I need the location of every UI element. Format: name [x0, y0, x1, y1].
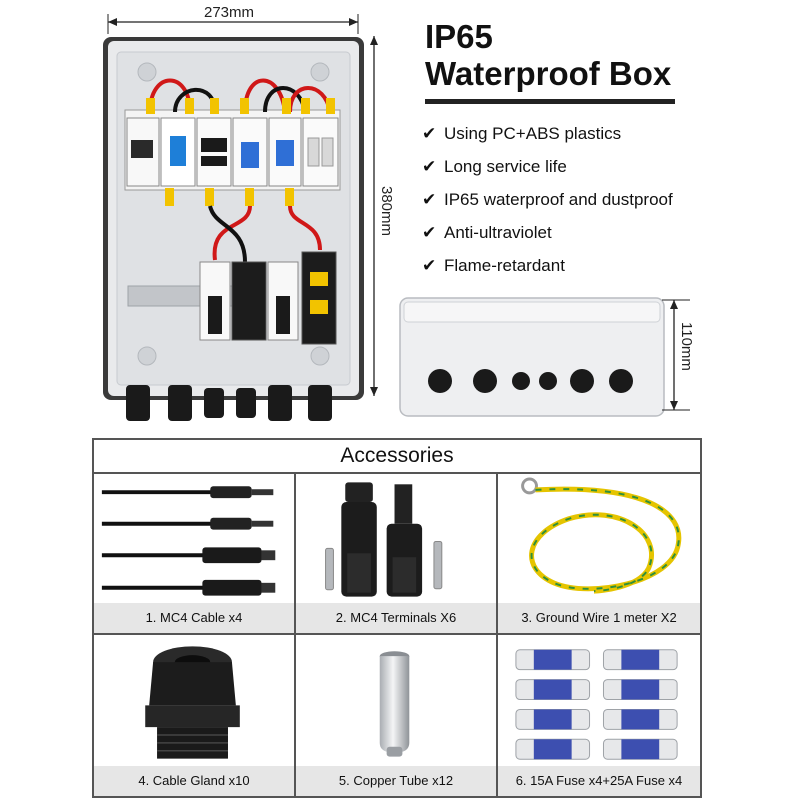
title-product: Waterproof Box [425, 55, 672, 92]
accessory-cell: 6. 15A Fuse x4+25A Fuse x4 [498, 635, 700, 796]
ground-wire-icon [521, 477, 682, 594]
mc4-cable-icon [101, 486, 276, 596]
feature-list: ✔Using PC+ABS plastics ✔Long service lif… [422, 120, 673, 285]
check-icon: ✔ [422, 124, 437, 143]
depth-dimension-label: 110mm [678, 322, 695, 371]
accessories-heading: Accessories [94, 440, 700, 474]
fuse-icon [515, 649, 678, 760]
check-icon: ✔ [422, 256, 437, 275]
accessory-caption: 2. MC4 Terminals X6 [296, 603, 496, 633]
accessory-caption: 1. MC4 Cable x4 [94, 603, 294, 633]
feature-item: ✔Flame-retardant [422, 252, 673, 285]
accessory-caption: 5. Copper Tube x12 [296, 766, 496, 796]
feature-item: ✔Anti-ultraviolet [422, 219, 673, 252]
title-ip-rating: IP65 [425, 18, 493, 55]
title-underline [425, 99, 675, 104]
copper-tube-icon [379, 651, 410, 757]
combiner-box-front-image [103, 14, 378, 421]
side-gland-row [428, 369, 633, 393]
cable-gland-icon [145, 646, 240, 759]
feature-item: ✔Long service life [422, 153, 673, 186]
feature-item: ✔Using PC+ABS plastics [422, 120, 673, 153]
accessory-cell: 1. MC4 Cable x4 [94, 474, 296, 635]
feature-item: ✔IP65 waterproof and dustproof [422, 186, 673, 219]
accessories-table: Accessories [92, 438, 702, 798]
accessory-caption: 4. Cable Gland x10 [94, 766, 294, 796]
width-dimension-label: 273mm [204, 4, 255, 21]
accessory-caption: 6. 15A Fuse x4+25A Fuse x4 [498, 766, 700, 796]
height-dimension-label: 380mm [378, 186, 395, 237]
combiner-box-side-image [399, 297, 690, 417]
accessory-cell: 5. Copper Tube x12 [296, 635, 498, 796]
accessory-cell: 2. MC4 Terminals X6 [296, 474, 498, 635]
check-icon: ✔ [422, 223, 437, 242]
accessory-cell: 4. Cable Gland x10 [94, 635, 296, 796]
mc4-terminal-icon [325, 482, 443, 597]
check-icon: ✔ [422, 157, 437, 176]
accessory-caption: 3. Ground Wire 1 meter X2 [498, 603, 700, 633]
accessory-cell: 3. Ground Wire 1 meter X2 [498, 474, 700, 635]
check-icon: ✔ [422, 190, 437, 209]
